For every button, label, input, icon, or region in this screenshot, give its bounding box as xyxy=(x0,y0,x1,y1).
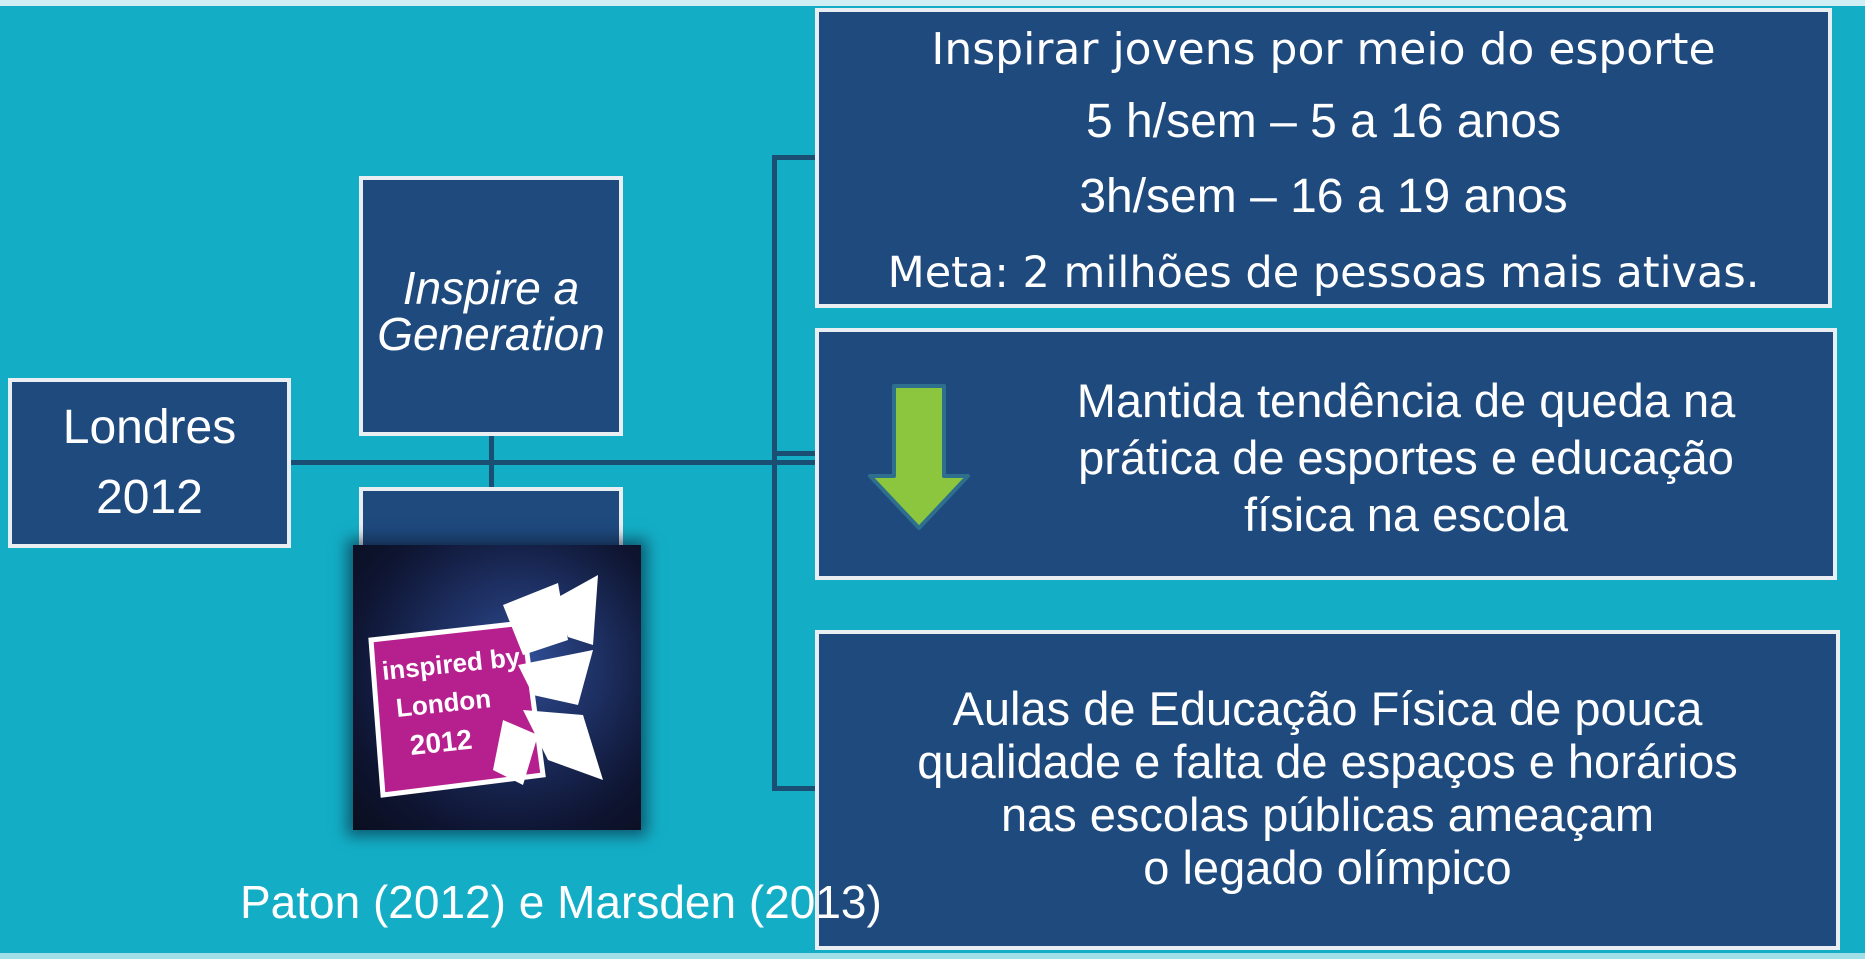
slogan-node: Inspire a Generation xyxy=(359,176,623,436)
trend-node: Mantida tendência de queda na prática de… xyxy=(815,328,1837,580)
top-edge xyxy=(0,0,1865,6)
logo-graphic: inspired by London 2012 xyxy=(353,545,641,830)
threat-line-1: Aulas de Educação Física de pouca xyxy=(952,682,1703,735)
connector-branch-bottom xyxy=(772,786,816,791)
goals-line-2: 5 h/sem – 5 a 16 anos xyxy=(1086,95,1561,148)
connector-root-horizontal xyxy=(291,460,816,465)
slogan-line-2: Generation xyxy=(377,308,605,360)
connector-slogan-vertical xyxy=(489,436,494,487)
trend-line-1: Mantida tendência de queda na xyxy=(1076,374,1736,427)
connector-branch-middle xyxy=(772,451,816,456)
goals-node: Inspirar jovens por meio do esporte 5 h/… xyxy=(815,8,1832,308)
citation: Paton (2012) e Marsden (2013) xyxy=(240,876,882,928)
root-line-1: Londres xyxy=(62,401,237,454)
london-2012-logo: inspired by London 2012 xyxy=(353,545,641,830)
goals-line-3: 3h/sem – 16 a 19 anos xyxy=(1079,170,1568,223)
threat-node: Aulas de Educação Física de pouca qualid… xyxy=(815,630,1840,950)
root-node: Londres 2012 xyxy=(8,378,291,548)
goals-line-1: Inspirar jovens por meio do esporte xyxy=(931,24,1716,75)
trend-line-3: física na escola xyxy=(1244,488,1568,541)
connector-branch-vertical xyxy=(772,155,777,791)
bottom-edge xyxy=(0,953,1865,959)
down-arrow-icon xyxy=(868,384,970,530)
threat-line-4: o legado olímpico xyxy=(1143,841,1512,894)
logo-text-line-3: 2012 xyxy=(408,724,473,761)
goals-line-4: Meta: 2 milhões de pessoas mais ativas. xyxy=(887,248,1760,298)
trend-line-2: prática de esportes e educação xyxy=(1078,431,1734,484)
slogan-line-1: Inspire a xyxy=(402,262,580,314)
connector-branch-top xyxy=(772,155,816,160)
root-line-2: 2012 xyxy=(96,471,203,524)
threat-line-3: nas escolas públicas ameaçam xyxy=(1000,788,1655,841)
threat-line-2: qualidade e falta de espaços e horários xyxy=(917,735,1738,788)
